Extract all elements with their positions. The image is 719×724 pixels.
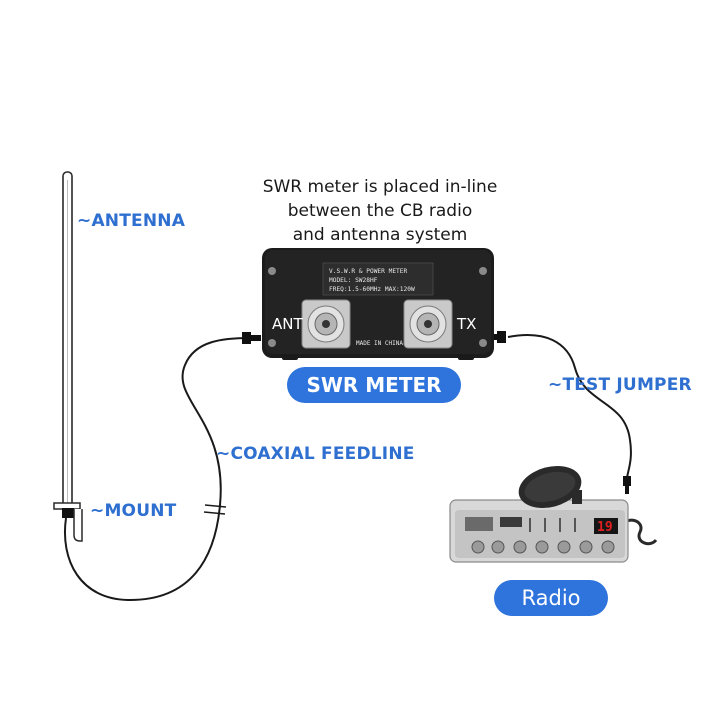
caption-line-3: and antenna system [292, 225, 468, 245]
microphone [518, 465, 582, 509]
feedline-splice [203, 504, 227, 515]
diagram-caption: SWR meter is placed in-line between the … [220, 175, 540, 247]
tx-port [403, 299, 453, 349]
radio-channel-display: 19 [597, 520, 613, 535]
ant-cable-connector [242, 332, 261, 344]
coaxial-feedline [64, 337, 251, 602]
tx-port-label: TX [456, 315, 476, 333]
meter-display-line2: MODEL: SW28HF [329, 277, 378, 284]
ant-port [301, 299, 351, 349]
caption-line-1: SWR meter is placed in-line [262, 177, 498, 197]
ant-port-label: ANT [272, 315, 303, 333]
test-jumper-cable [507, 334, 632, 479]
antenna-mount [53, 502, 83, 542]
swr-meter-device: V.S.W.R & POWER METER MODEL: SW28HF FREQ… [262, 248, 494, 360]
radio-badge: Radio [494, 580, 608, 616]
caption-line-2: between the CB radio [287, 201, 473, 221]
antenna-label: ~ANTENNA [77, 211, 186, 231]
meter-display-line1: V.S.W.R & POWER METER [329, 268, 408, 275]
mount-label: ~MOUNT [90, 501, 177, 521]
coaxial-feedline-label: ~COAXIAL FEEDLINE [216, 444, 415, 464]
meter-display-line3: FREQ:1.5-60MHz MAX:120W [329, 286, 415, 293]
test-jumper-label: ~TEST JUMPER [548, 375, 692, 395]
made-in-label: MADE IN CHINA [356, 340, 403, 347]
jumper-end-connector [623, 476, 631, 494]
cb-radio-device: 19 [449, 465, 658, 563]
antenna [62, 171, 73, 513]
swr-meter-badge: SWR METER [287, 367, 461, 403]
